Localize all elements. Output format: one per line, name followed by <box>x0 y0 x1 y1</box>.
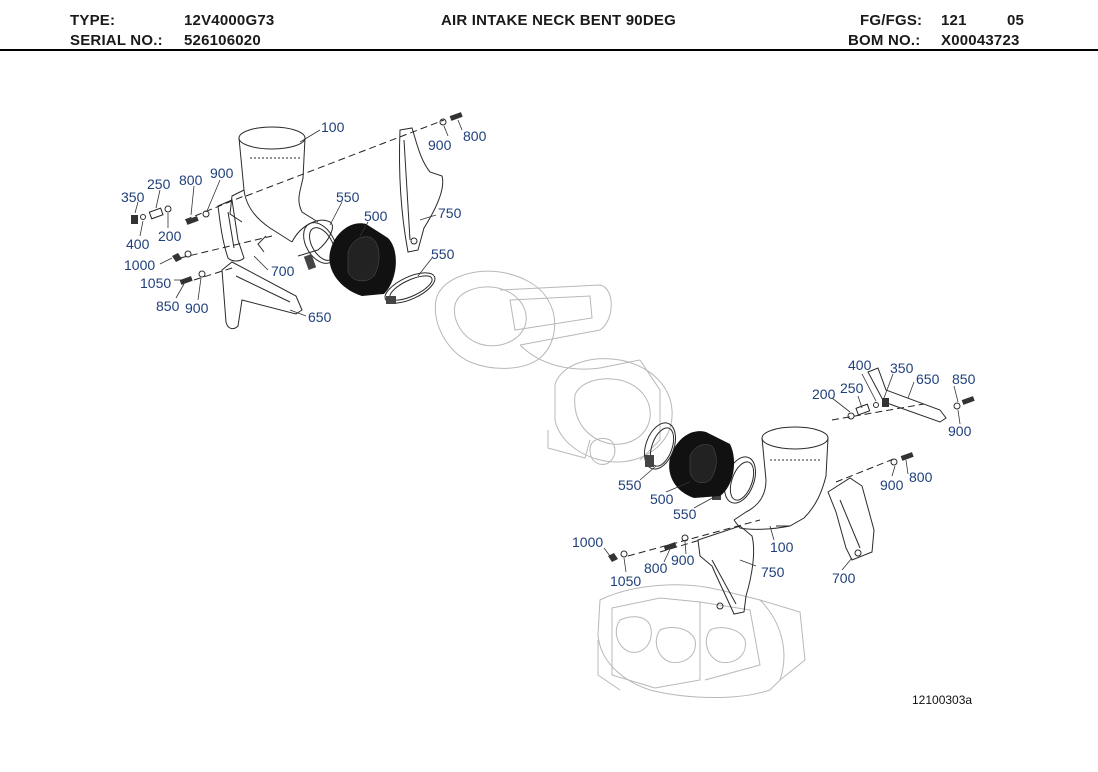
callouts-upper: 100 900 800 250 800 900 350 550 500 750 … <box>121 119 487 325</box>
callout-350: 350 <box>890 360 914 376</box>
callout-200: 200 <box>812 386 836 402</box>
callout-100: 100 <box>770 539 794 555</box>
callout-650: 650 <box>916 371 940 387</box>
callout-900: 900 <box>210 165 234 181</box>
callout-700: 700 <box>271 263 295 279</box>
callout-1000: 1000 <box>124 257 155 273</box>
callout-800: 800 <box>909 469 933 485</box>
callout-100: 100 <box>321 119 345 135</box>
callout-400: 400 <box>126 236 150 252</box>
fg-sub-value: 05 <box>1007 12 1025 29</box>
callout-500: 500 <box>364 208 388 224</box>
callout-700: 700 <box>832 570 856 586</box>
callout-900: 900 <box>185 300 209 316</box>
document-number: 12100303a <box>912 693 973 707</box>
callout-900: 900 <box>671 552 695 568</box>
callout-650: 650 <box>308 309 332 325</box>
callout-550: 550 <box>336 189 360 205</box>
callout-750: 750 <box>438 205 462 221</box>
fg-label: FG/FGS: <box>860 12 923 29</box>
upper-assembly <box>131 112 463 330</box>
leader-lines-upper <box>134 119 463 317</box>
callouts-lower: 400 350 650 850 250 200 900 800 900 550 … <box>572 357 976 589</box>
type-value: 12V4000G73 <box>184 12 275 29</box>
callout-900: 900 <box>880 477 904 493</box>
callout-1050: 1050 <box>140 275 171 291</box>
callout-400: 400 <box>848 357 872 373</box>
callout-250: 250 <box>147 176 171 192</box>
callout-250: 250 <box>840 380 864 396</box>
callout-900: 900 <box>948 423 972 439</box>
callout-1000: 1000 <box>572 534 603 550</box>
callout-850: 850 <box>952 371 976 387</box>
callout-350: 350 <box>121 189 145 205</box>
fg-value: 121 <box>941 12 967 29</box>
leader-lines-lower <box>603 373 961 573</box>
serial-value: 526106020 <box>184 32 261 49</box>
lower-assembly <box>608 367 975 615</box>
bom-label: BOM NO.: <box>848 32 921 49</box>
callout-550: 550 <box>431 246 455 262</box>
callout-200: 200 <box>158 228 182 244</box>
callout-850: 850 <box>156 298 180 314</box>
type-label: TYPE: <box>70 12 116 29</box>
callout-750: 750 <box>761 564 785 580</box>
drawing-title: AIR INTAKE NECK BENT 90DEG <box>441 12 676 29</box>
callout-800: 800 <box>644 560 668 576</box>
drawing-header: TYPE: 12V4000G73 SERIAL NO.: 526106020 A… <box>0 0 1098 52</box>
callout-550: 550 <box>618 477 642 493</box>
serial-label: SERIAL NO.: <box>70 32 163 49</box>
callout-500: 500 <box>650 491 674 507</box>
engine-background <box>434 270 806 698</box>
header-rule <box>0 49 1098 51</box>
bom-value: X00043723 <box>941 32 1020 49</box>
callout-550: 550 <box>673 506 697 522</box>
callout-1050: 1050 <box>610 573 641 589</box>
callout-900: 900 <box>428 137 452 153</box>
callout-800: 800 <box>463 128 487 144</box>
callout-800: 800 <box>179 172 203 188</box>
